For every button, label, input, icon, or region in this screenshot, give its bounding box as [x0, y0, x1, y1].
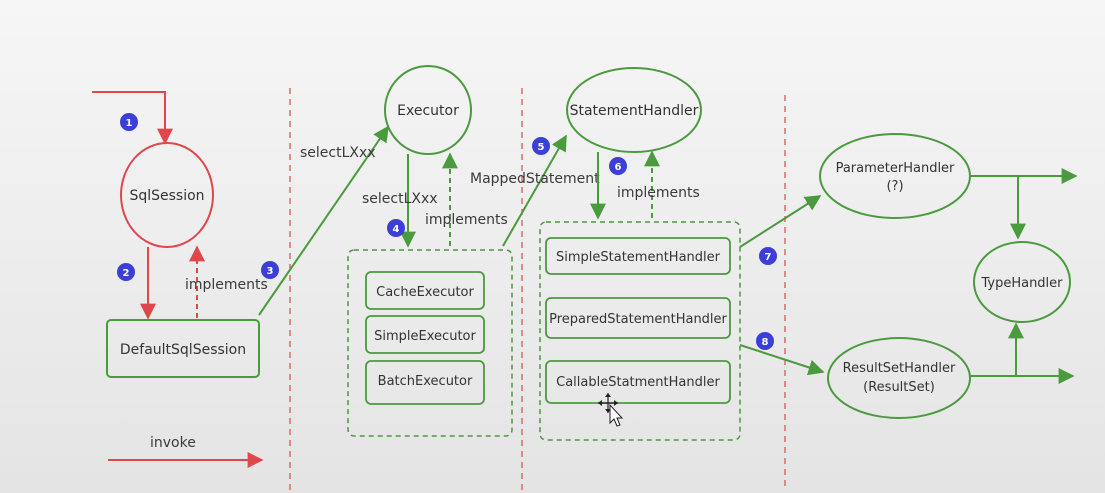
prepared-statement-handler-node[interactable] [545, 297, 731, 339]
step-badge-4: 4 [387, 219, 405, 237]
step-badge-1: 1 [120, 113, 138, 131]
svg-text:5: 5 [538, 142, 545, 153]
simple-statement-handler-node[interactable] [545, 237, 731, 275]
implements-executor-label: implements [425, 212, 508, 228]
resultset-handler-label-1: ResultSetHandler [843, 361, 956, 376]
cache-executor-node[interactable] [365, 271, 485, 310]
parameter-handler-label-2: (?) [886, 179, 903, 194]
edge-default-to-executor [258, 125, 389, 316]
select-top-label: selectLXxx [300, 145, 376, 161]
svg-text:3: 3 [267, 266, 274, 277]
batch-executor-label: BatchExecutor [378, 374, 473, 389]
default-sql-session-node[interactable] [106, 319, 260, 378]
step-badge-8: 8 [756, 332, 774, 350]
parameter-handler-node[interactable] [819, 133, 971, 219]
executor-label: Executor [397, 103, 459, 119]
simple-executor-node[interactable] [365, 315, 485, 354]
statement-handler-impl-group [539, 221, 741, 441]
sqlsession-label: SqlSession [129, 188, 204, 204]
executor-node[interactable] [384, 65, 472, 155]
statement-handler-node[interactable] [566, 67, 702, 153]
select-mid-label: selectLXxx [362, 191, 438, 207]
batch-executor-node[interactable] [365, 360, 485, 405]
edge-executor-to-statement-handler [502, 134, 567, 247]
step-badge-2: 2 [117, 263, 135, 281]
executor-impl-group [347, 249, 513, 437]
resultset-handler-node[interactable] [827, 337, 971, 419]
parameter-handler-label-1: ParameterHandler [836, 161, 955, 176]
callable-statement-handler-node[interactable] [545, 360, 731, 404]
simple-statement-handler-label: SimpleStatementHandler [556, 250, 721, 265]
svg-text:4: 4 [393, 224, 400, 235]
mouse-cursor-icon [598, 393, 624, 427]
legend-invoke-label: invoke [150, 435, 196, 451]
implements-session-label: implements [185, 277, 268, 293]
prepared-statement-handler-label: PreparedStatementHandler [549, 312, 727, 327]
default-sql-session-label: DefaultSqlSession [120, 342, 246, 358]
cache-executor-label: CacheExecutor [376, 285, 474, 300]
simple-executor-label: SimpleExecutor [374, 329, 476, 344]
resultset-handler-label-2: (ResultSet) [863, 380, 935, 395]
type-handler-node[interactable] [973, 241, 1071, 323]
svg-text:2: 2 [123, 268, 130, 279]
svg-text:1: 1 [126, 118, 133, 129]
entry-arrow [92, 91, 173, 145]
mapped-statement-label: MappedStatement [470, 171, 600, 187]
statement-handler-label: StatementHandler [570, 103, 699, 119]
type-handler-label: TypeHandler [980, 276, 1063, 291]
sqlsession-node[interactable] [120, 142, 214, 248]
step-badge-3: 3 [261, 261, 279, 279]
step-badge-5: 5 [532, 137, 550, 155]
svg-text:8: 8 [762, 337, 769, 348]
step-badge-6: 6 [609, 157, 627, 175]
callable-statement-handler-label: CallableStatmentHandler [556, 375, 720, 390]
svg-text:7: 7 [765, 252, 772, 263]
implements-handler-label: implements [617, 185, 700, 201]
step-badge-7: 7 [759, 247, 777, 265]
edge-handler-to-resultset-handler [739, 344, 825, 376]
svg-text:6: 6 [615, 162, 622, 173]
edge-handler-to-parameter-handler [739, 195, 822, 248]
